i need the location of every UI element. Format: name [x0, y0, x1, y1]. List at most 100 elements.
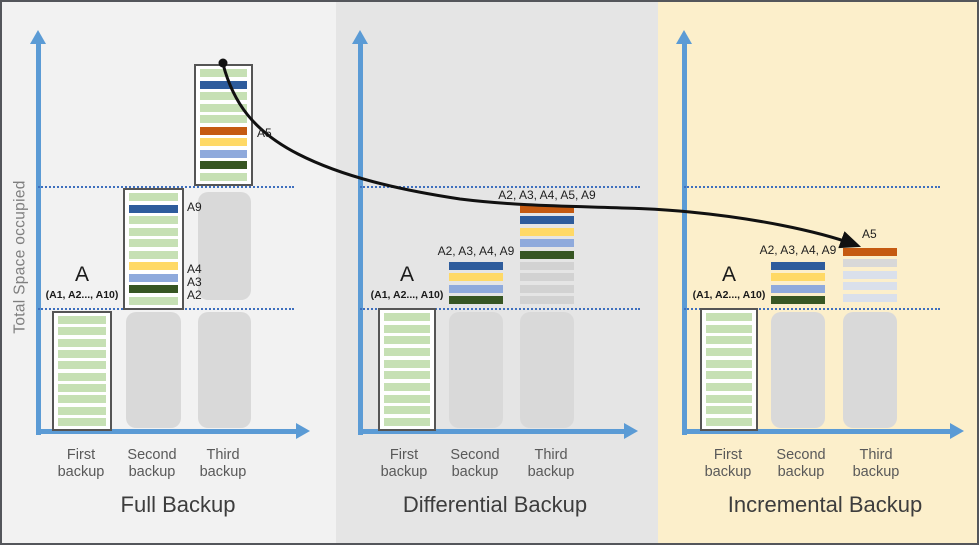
diff-second-backup-contents-label: A2, A3, A4, A9 — [437, 244, 515, 258]
incr-second-backup-contents-label: A2, A3, A4, A9 — [759, 243, 837, 257]
backup-segment-green — [706, 336, 752, 345]
backup-segment-green — [58, 417, 106, 426]
backup-segment-yellow — [449, 273, 503, 282]
full-first-backup-bar — [52, 311, 112, 431]
backup-segment-darkgreen — [520, 250, 574, 259]
backup-segment-gray — [520, 261, 574, 270]
diff-third-backup-contents-label: A2, A3, A4, A5, A9 — [498, 188, 596, 202]
backup-segment-green — [58, 406, 106, 415]
backup-segment-green — [129, 296, 178, 305]
backup-segment-green — [384, 324, 430, 333]
y-axis-arrow-icon — [352, 30, 368, 44]
backup-segment-green — [706, 313, 752, 321]
differential-backup-title: Differential Backup — [402, 492, 588, 517]
segment-label-a4: A4 — [187, 262, 202, 276]
diff-first-backup-bar — [378, 308, 436, 431]
backup-segment-yellow — [520, 227, 574, 236]
incr-third-backup-contents-label: A5 — [862, 227, 877, 241]
backup-segment-paleblue — [843, 293, 897, 302]
first-backup-set-label: A — [399, 263, 414, 286]
backup-segment-green — [58, 338, 106, 347]
backup-segment-orange — [200, 126, 247, 135]
backup-segment-yellow — [129, 262, 178, 271]
backup-segment-green — [384, 336, 430, 345]
backup-segment-green — [706, 359, 752, 368]
first-backup-set-sublabel: (A1, A2..., A10) — [370, 289, 444, 301]
backup-segment-green — [706, 394, 752, 403]
y-axis — [36, 43, 41, 435]
backup-segment-darkgreen — [129, 285, 178, 294]
first-backup-set-label: A — [721, 263, 736, 286]
backup-segment-darkgreen — [771, 296, 825, 305]
backup-segment-darkgreen — [200, 161, 247, 170]
x-axis-arrow-icon — [296, 423, 310, 439]
backup-segment-green — [706, 382, 752, 391]
x-axis-arrow-icon — [624, 423, 638, 439]
placeholder-block — [198, 192, 251, 300]
x-axis — [36, 429, 296, 434]
backup-segment-paleblue — [843, 282, 897, 291]
backup-segment-orange — [843, 248, 897, 256]
backup-segment-lightgray — [843, 259, 897, 268]
y-axis — [358, 43, 363, 435]
backup-segment-yellow — [771, 273, 825, 282]
backup-segment-green — [200, 115, 247, 124]
space-level-line-1 — [684, 308, 940, 310]
y-axis-arrow-icon — [30, 30, 46, 44]
third-backup-axis-label: Third backup — [527, 447, 575, 480]
backup-segment-blue — [200, 80, 247, 89]
backup-segment-lightblue — [200, 149, 247, 158]
segment-label-a3: A3 — [187, 275, 202, 289]
backup-segment-green — [58, 383, 106, 392]
third-backup-axis-label: Third backup — [199, 447, 247, 480]
incr-first-backup-bar — [700, 308, 758, 431]
backup-segment-green — [58, 349, 106, 358]
y-axis-arrow-icon — [676, 30, 692, 44]
x-axis — [682, 429, 950, 434]
space-level-line-1 — [360, 308, 640, 310]
incr-third-backup-stack — [843, 248, 897, 302]
backup-segment-green — [129, 239, 178, 248]
backup-segment-green — [384, 371, 430, 380]
backup-segment-green — [129, 193, 178, 201]
backup-segment-green — [58, 372, 106, 381]
first-backup-axis-label: First backup — [57, 447, 105, 480]
placeholder-block — [520, 312, 574, 428]
backup-segment-green — [384, 394, 430, 403]
backup-segment-lightblue — [129, 273, 178, 282]
backup-segment-green — [384, 359, 430, 368]
backup-segment-green — [58, 327, 106, 336]
backup-segment-orange — [520, 205, 574, 213]
placeholder-block — [198, 312, 251, 428]
backup-segment-green — [200, 69, 247, 77]
incr-second-backup-stack — [771, 262, 825, 305]
backup-segment-green — [706, 406, 752, 415]
incremental-backup-title: Incremental Backup — [727, 492, 923, 517]
backup-segment-green — [706, 347, 752, 356]
backup-segment-blue — [771, 262, 825, 270]
backup-segment-gray — [520, 273, 574, 282]
backup-segment-blue — [520, 216, 574, 225]
backup-segment-green — [384, 417, 430, 426]
panel-full-backup: Total Space occupied A9 A4 A3 A2 A5 A (A… — [0, 0, 336, 545]
backup-segment-green — [129, 250, 178, 259]
backup-segment-paleblue — [843, 270, 897, 279]
backup-segment-lightblue — [771, 284, 825, 293]
x-axis — [358, 429, 624, 434]
y-axis-label: Total Space occupied — [11, 180, 29, 334]
placeholder-block — [771, 312, 825, 428]
backup-segment-green — [200, 92, 247, 101]
first-backup-axis-label: First backup — [380, 447, 428, 480]
full-third-backup-bar — [194, 64, 253, 186]
placeholder-block — [449, 312, 503, 428]
third-backup-axis-label: Third backup — [852, 447, 900, 480]
backup-segment-green — [384, 313, 430, 321]
first-backup-set-label: A — [74, 263, 89, 286]
first-backup-set-sublabel: (A1, A2..., A10) — [692, 289, 766, 301]
backup-segment-green — [384, 347, 430, 356]
segment-label-a2: A2 — [187, 288, 202, 302]
backup-segment-green — [200, 172, 247, 181]
first-backup-axis-label: First backup — [704, 447, 752, 480]
backup-segment-blue — [449, 262, 503, 270]
backup-segment-green — [58, 361, 106, 370]
